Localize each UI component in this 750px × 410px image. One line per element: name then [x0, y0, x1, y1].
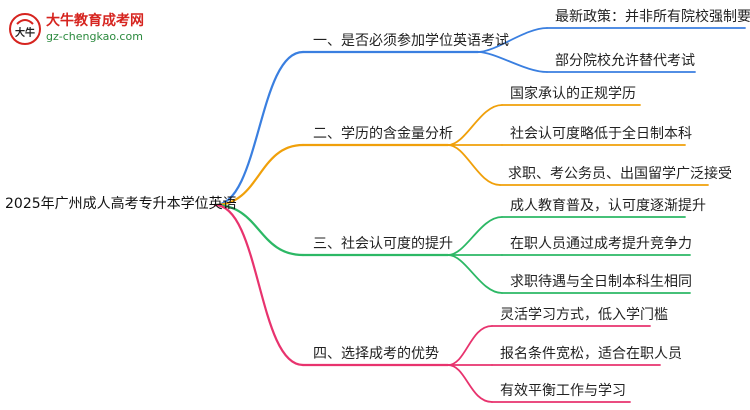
child-connector	[447, 104, 503, 146]
subtopic-item[interactable]: 求职待遇与全日制本科生相同	[510, 274, 692, 290]
child-connector	[447, 216, 503, 256]
child-connector	[447, 364, 493, 403]
logo-site-name: 大牛教育成考网	[46, 13, 144, 29]
branch-topic-4[interactable]: 四、选择成考的优势	[313, 346, 439, 362]
child-connector	[447, 254, 503, 294]
subtopic-item[interactable]: 有效平衡工作与学习	[500, 383, 626, 399]
branch-topic-1[interactable]: 一、是否必须参加学位英语考试	[313, 33, 509, 49]
logo-mark-icon: 大牛	[9, 13, 41, 45]
subtopic-item[interactable]: 求职、考公务员、出国留学广泛接受	[508, 166, 732, 182]
branch-connector	[213, 50, 305, 207]
subtopic-item[interactable]: 成人教育普及，认可度逐渐提升	[510, 198, 706, 214]
child-connector	[447, 144, 501, 186]
subtopic-item[interactable]: 灵活学习方式，低入学门槛	[500, 307, 668, 323]
branch-connector	[213, 203, 305, 367]
child-connector	[447, 325, 493, 366]
site-logo[interactable]: 大牛 大牛教育成考网 gz-chengkao.com	[8, 8, 178, 50]
subtopic-item[interactable]: 报名条件宽松，适合在职人员	[500, 346, 682, 362]
subtopic-item[interactable]: 最新政策：并非所有院校强制要求	[555, 9, 750, 25]
root-topic[interactable]: 2025年广州成人高考专升本学位英语	[5, 196, 237, 212]
subtopic-item[interactable]: 在职人员通过成考提升竞争力	[510, 236, 692, 252]
subtopic-item[interactable]: 国家承认的正规学历	[510, 86, 636, 102]
child-connector	[477, 51, 548, 73]
subtopic-item[interactable]: 部分院校允许替代考试	[555, 53, 695, 69]
subtopic-item[interactable]: 社会认可度略低于全日制本科	[510, 126, 692, 142]
logo-site-url: gz-chengkao.com	[46, 30, 143, 43]
child-connector	[477, 27, 548, 53]
branch-topic-2[interactable]: 二、学历的含金量分析	[313, 126, 453, 142]
branch-topic-3[interactable]: 三、社会认可度的提升	[313, 236, 453, 252]
branch-connector	[213, 143, 305, 207]
branch-connector	[213, 203, 305, 257]
svg-text:大牛: 大牛	[15, 26, 35, 39]
